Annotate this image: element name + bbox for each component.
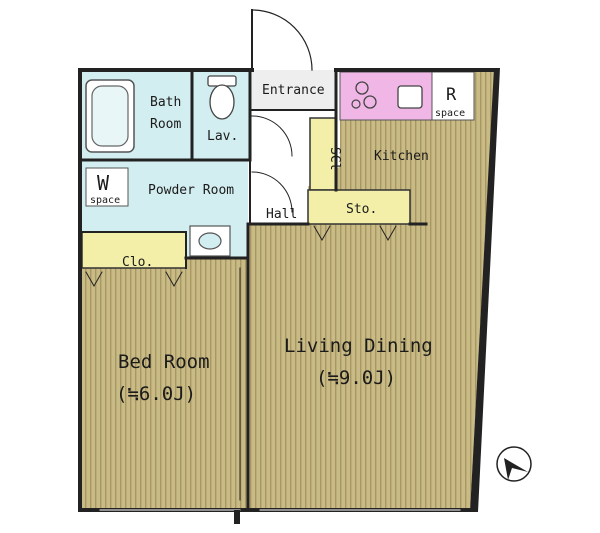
washer-space-caption: space bbox=[90, 195, 120, 206]
living-dining-floor bbox=[248, 70, 494, 510]
bath-room-label-line1: Bath bbox=[150, 95, 181, 110]
storage-area bbox=[307, 189, 411, 225]
toilet-icon bbox=[207, 75, 237, 120]
sink-icon bbox=[189, 225, 231, 257]
bedroom-floor bbox=[80, 258, 248, 510]
refrigerator-space-box bbox=[431, 71, 475, 121]
shoe-closet-label: SCl bbox=[327, 147, 342, 170]
bathtub-icon bbox=[85, 79, 135, 153]
kitchen-label: Kitchen bbox=[374, 149, 429, 164]
living-dining-label: Living Dining bbox=[284, 335, 433, 357]
walls bbox=[78, 9, 500, 524]
washer-space-box bbox=[85, 167, 129, 207]
entrance-area bbox=[252, 70, 336, 110]
hall-label: Hall bbox=[266, 207, 297, 222]
hall-area bbox=[250, 110, 308, 224]
bedroom-size: (≒6.0J) bbox=[116, 383, 196, 405]
closet-label: Clo. bbox=[122, 255, 153, 270]
kitchen-sink-icon bbox=[397, 85, 423, 109]
entrance-label: Entrance bbox=[262, 83, 325, 98]
closet-area bbox=[81, 231, 187, 269]
bedroom-label: Bed Room bbox=[118, 351, 210, 373]
stove-icon bbox=[351, 81, 377, 109]
north-arrow-icon bbox=[496, 446, 532, 482]
lavatory-label: Lav. bbox=[207, 129, 238, 144]
bath-room-label-line2: Room bbox=[150, 117, 181, 132]
powder-room-label: Powder Room bbox=[148, 183, 234, 198]
washer-space-letter: W bbox=[97, 171, 110, 195]
living-dining-size: (≒9.0J) bbox=[316, 367, 396, 389]
refrigerator-space-letter: R bbox=[446, 85, 457, 105]
storage-label: Sto. bbox=[346, 202, 377, 217]
refrigerator-space-caption: space bbox=[435, 108, 465, 119]
